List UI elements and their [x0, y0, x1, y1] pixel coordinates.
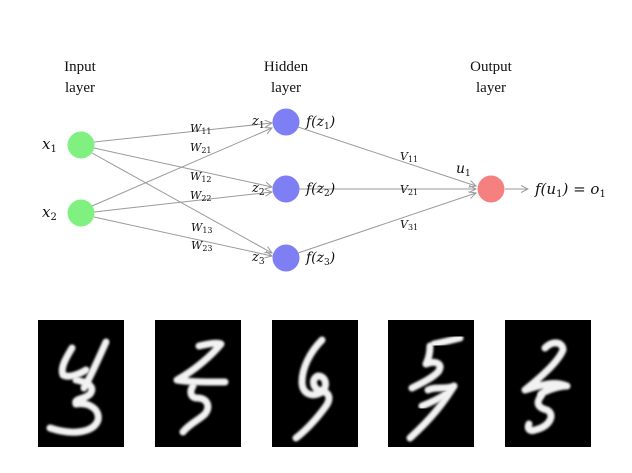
output-node-u1	[477, 175, 505, 203]
weight-w11: W11	[190, 122, 212, 136]
label-f-z2: f(z2)	[305, 181, 335, 199]
hidden-node-z2	[272, 175, 300, 203]
digit-glyph-2	[173, 339, 229, 436]
edge-z3-u1	[297, 193, 476, 254]
hidden-layer-title: Hidden	[264, 59, 309, 75]
output-layer-title: Output	[470, 59, 513, 75]
output-layer-title-2: layer	[476, 80, 506, 96]
weight-w12: W12	[190, 170, 212, 184]
digit-image-2	[155, 320, 241, 447]
label-f-z3: f(z3)	[305, 250, 335, 268]
digit-glyph-1	[46, 338, 110, 436]
input-node-x2	[67, 199, 95, 227]
weight-v31: V31	[400, 218, 418, 232]
weight-w21: W21	[190, 141, 212, 155]
edge-x2-z2	[93, 192, 272, 213]
weight-w23: W23	[191, 239, 213, 253]
digit-glyph-4	[406, 334, 464, 442]
digit-glyph-5	[521, 339, 571, 434]
label-f-z1: f(z1)	[305, 114, 335, 132]
weight-w13: W13	[191, 221, 213, 235]
hidden-output-edges	[297, 126, 528, 254]
label-x1: x1	[42, 135, 57, 155]
weight-v21: V21	[400, 183, 418, 197]
hidden-layer-title-2: layer	[271, 80, 301, 96]
input-hidden-edges	[91, 123, 272, 256]
label-u1: u1	[456, 161, 471, 179]
hidden-node-z1	[272, 108, 300, 136]
digit-image-1	[38, 320, 124, 447]
digit-image-5	[505, 320, 591, 447]
input-layer-title: Input	[64, 59, 96, 75]
digit-image-3	[272, 320, 358, 447]
edge-x1-z3	[91, 152, 272, 253]
weight-w22: W22	[190, 189, 212, 203]
label-z1: z1	[251, 114, 265, 131]
digit-image-4	[388, 320, 474, 447]
digit-glyph-3	[292, 336, 333, 442]
edge-z1-u1	[297, 126, 476, 186]
input-layer-title-2: layer	[65, 80, 95, 96]
edge-x1-z1	[93, 123, 272, 143]
edge-x2-z1	[91, 128, 272, 207]
hidden-node-z3	[272, 244, 300, 272]
label-z2: z2	[251, 181, 265, 198]
label-z3: z3	[251, 250, 265, 267]
edge-x2-z3	[93, 216, 272, 256]
input-node-x1	[67, 131, 95, 159]
edge-x1-z2	[93, 147, 272, 187]
label-x2: x2	[42, 203, 57, 223]
label-output-function: f(u1) = o1	[534, 180, 606, 200]
neural-network-diagram: Input layer Hidden layer Output layer x1…	[42, 59, 606, 272]
digit-image-strip	[0, 320, 632, 448]
weight-v11: V11	[400, 150, 418, 164]
